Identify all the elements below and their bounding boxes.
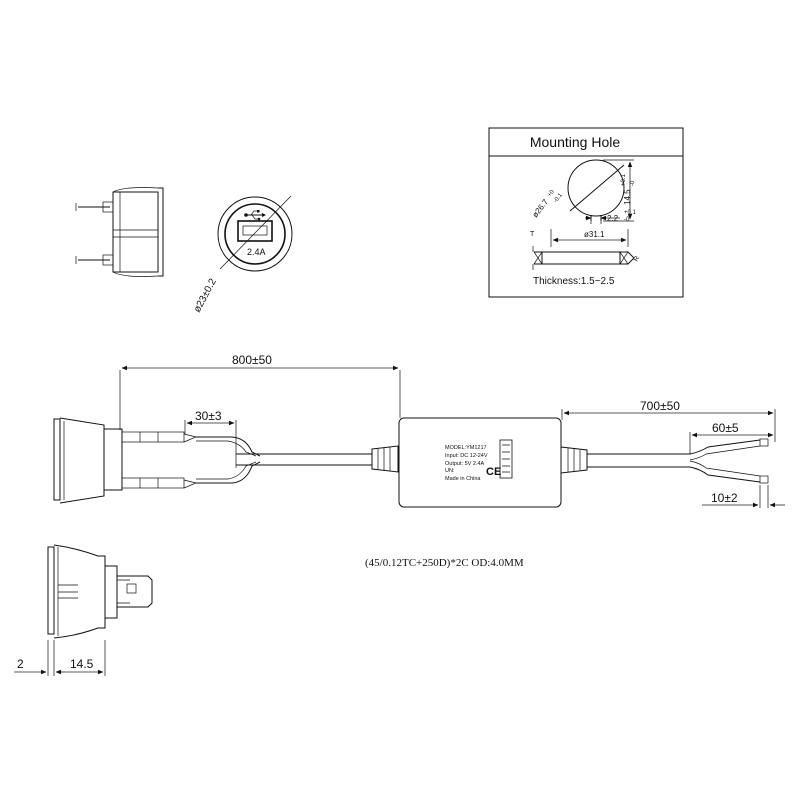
mounting-hole-slot-tol-minus: -0	[624, 217, 630, 223]
usb-icon	[244, 210, 266, 221]
mounting-hole-title: Mounting Hole	[530, 134, 620, 150]
tip-length-label: 10±2	[711, 491, 738, 505]
connector-side-view-top	[75, 187, 164, 277]
cable-spec-label: (45/0.12TC+250D)*2C OD:4.0MM	[365, 557, 524, 569]
flange-thickness-label: 2	[17, 657, 24, 671]
converter-unit: UN:	[445, 468, 455, 474]
mounting-hole-t-label: T	[530, 231, 535, 238]
converter-output: Output: 5V 2.4A	[445, 461, 484, 467]
mounting-hole-height-tol-minus: -0	[630, 180, 636, 186]
mounting-hole-thickness-label: Thickness:1.5~2.5	[533, 276, 615, 287]
rating-label: 2.4A	[247, 247, 266, 257]
output-length-label: 700±50	[640, 399, 680, 413]
strip-length-label: 60±5	[712, 421, 739, 435]
front-view-diameter-label: ø23±0.2	[192, 277, 219, 315]
mounting-hole-slot-tol-plus: +0.1	[624, 210, 637, 216]
mounting-hole-panel: Mounting Hole 14.5 +0.1 -0 ø26.7 +0 -0.1…	[488, 127, 684, 298]
mounting-hole-height-label: 14.5	[623, 189, 632, 205]
connector-side-view-bottom: 2 14.5	[14, 544, 153, 676]
converter-model: MODEL:YM1217	[445, 445, 487, 451]
mounting-hole-diameter-tol-minus: -0.1	[553, 192, 565, 204]
cable-assembly: 800±50 30±3 MODEL:YM1217 Input: DC 12-24…	[53, 353, 785, 569]
mounting-hole-height-tol-plus: +0.1	[621, 173, 627, 186]
mounting-hole-diameter-tol-plus: +0	[547, 189, 556, 199]
certification-logo-icon	[499, 439, 513, 479]
mounting-hole-r-label: R	[633, 255, 642, 263]
mounting-hole-slot-label: 2.2	[607, 214, 619, 223]
body-depth-label: 14.5	[70, 657, 94, 671]
connector-front-view: 2.4A ø23±0.2	[192, 195, 293, 315]
mounting-hole-frame	[488, 127, 684, 298]
lead-length-label: 30±3	[195, 409, 222, 423]
converter-made-in: Made in China	[445, 476, 481, 482]
converter-input: Input: DC 12-24V	[445, 453, 488, 459]
mounting-hole-circle	[567, 159, 625, 217]
ce-mark-icon: CE	[486, 466, 501, 478]
mounting-hole-outer-dia-label: ø31.1	[584, 230, 605, 239]
total-length-label: 800±50	[232, 353, 272, 367]
mounting-hole-diameter-label: ø26.7	[530, 197, 550, 219]
